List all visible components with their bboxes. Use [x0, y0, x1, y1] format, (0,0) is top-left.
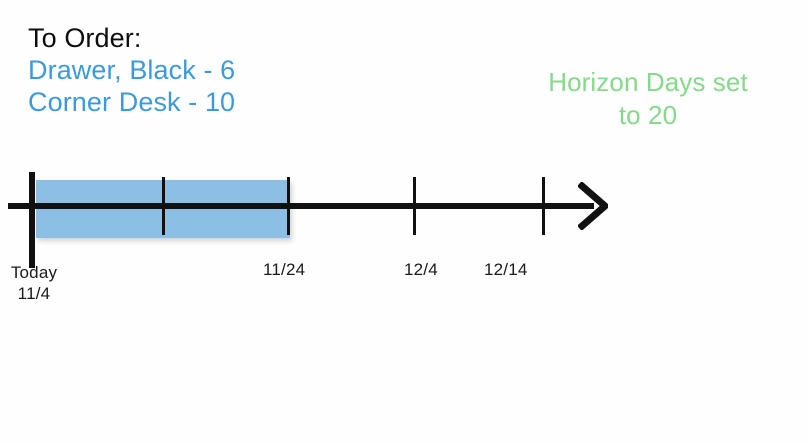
tick-12-14	[542, 177, 545, 235]
timeline-arrow-icon	[578, 182, 608, 230]
tick-midpoint	[162, 177, 165, 235]
tick-today	[29, 172, 35, 268]
timeline-axis-line	[8, 203, 594, 209]
horizon-note-line-2: to 20	[618, 100, 678, 130]
tick-11-24	[287, 177, 290, 235]
horizon-note: Horizon Days set to 20	[500, 66, 796, 132]
order-panel: To Order: Drawer, Black - 6 Corner Desk …	[28, 22, 458, 118]
horizon-note-line-1: Horizon Days set	[548, 67, 748, 97]
tick-label-12-4: 12/4	[404, 260, 438, 279]
order-item-1: Drawer, Black - 6	[28, 55, 236, 85]
tick-label-11-24: 11/24	[263, 260, 306, 279]
order-panel-title: To Order:	[28, 23, 142, 53]
tick-label-12-14: 12/14	[484, 260, 528, 279]
order-item-2: Corner Desk - 10	[28, 87, 236, 117]
tick-12-4	[413, 177, 416, 235]
tick-label-today-date: 11/4	[17, 284, 51, 303]
tick-label-today: Today 11/4	[6, 262, 62, 304]
tick-label-today-text: Today	[10, 263, 58, 282]
